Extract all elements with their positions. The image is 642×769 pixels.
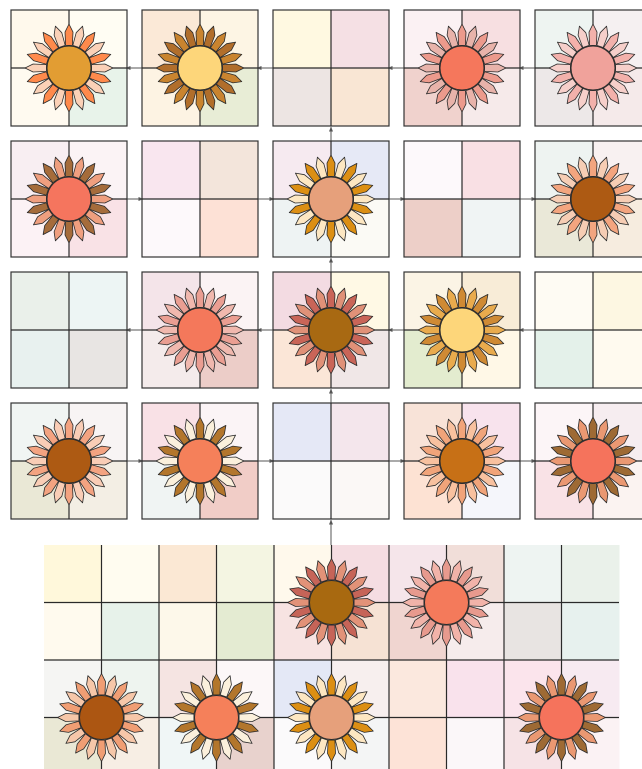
flower-center (47, 177, 91, 221)
flower-center (80, 696, 124, 740)
tile-r4c1 (11, 403, 127, 519)
tile-quadrant (462, 141, 520, 199)
flower-center (425, 581, 469, 625)
tile-quadrant (404, 199, 462, 257)
tile-quadrant (273, 10, 331, 68)
tile-r1c1 (11, 10, 127, 126)
flower-center (571, 46, 615, 90)
quilt-cell (389, 718, 447, 769)
tile-quadrant (273, 68, 331, 126)
quilt-cell (562, 603, 620, 661)
flower-center (195, 696, 239, 740)
quilt-cell (44, 603, 102, 661)
quilt-cell (102, 545, 160, 603)
tile-quadrant (11, 330, 69, 388)
tile-r1c5 (535, 10, 642, 126)
tile-r1c3 (273, 10, 389, 126)
flower-center (309, 308, 353, 352)
assembled-quilt (44, 545, 620, 769)
quilt-cell (102, 603, 160, 661)
tile-quadrant (69, 330, 127, 388)
quilt-cell (389, 660, 447, 718)
quilt-cell (447, 660, 505, 718)
tile-r2c2 (142, 141, 258, 257)
quilt-cell (562, 545, 620, 603)
flower-center (440, 46, 484, 90)
tile-r1c2 (142, 10, 258, 126)
flower-center (310, 581, 354, 625)
tile-r3c3 (273, 272, 389, 388)
tile-r1c4 (404, 10, 520, 126)
flower-center (47, 46, 91, 90)
quilt-cell (504, 545, 562, 603)
tile-r4c3 (273, 403, 389, 519)
flower-center (540, 696, 584, 740)
tile-quadrant (200, 141, 258, 199)
tile-quadrant (535, 330, 593, 388)
tile-quadrant (273, 461, 331, 519)
flower-center (309, 177, 353, 221)
tile-quadrant (535, 272, 593, 330)
quilt-cell (447, 718, 505, 769)
tile-quadrant (593, 272, 642, 330)
tile-r2c4 (404, 141, 520, 257)
quilt-cell (217, 545, 275, 603)
quilt-cell (504, 603, 562, 661)
tile-r2c5 (535, 141, 642, 257)
tile-r4c5 (535, 403, 642, 519)
quilt-cell (159, 545, 217, 603)
flower-center (440, 439, 484, 483)
flower-center (178, 46, 222, 90)
tile-quadrant (331, 68, 389, 126)
flower-center (571, 177, 615, 221)
tile-quadrant (462, 199, 520, 257)
tile-grid (11, 10, 642, 519)
tile-quadrant (404, 141, 462, 199)
flower-center (571, 439, 615, 483)
tile-quadrant (331, 403, 389, 461)
tile-r2c1 (11, 141, 127, 257)
tile-r2c3 (273, 141, 389, 257)
flower-center (178, 308, 222, 352)
tile-r3c4 (404, 272, 520, 388)
tile-quadrant (200, 199, 258, 257)
tile-quadrant (593, 330, 642, 388)
quilt-cell (217, 603, 275, 661)
tile-quadrant (11, 272, 69, 330)
flower-center (440, 308, 484, 352)
flower-center (178, 439, 222, 483)
quilt-cell (44, 545, 102, 603)
tile-quadrant (273, 403, 331, 461)
flower-center (47, 439, 91, 483)
tile-quadrant (69, 272, 127, 330)
tile-r3c1 (11, 272, 127, 388)
tile-r3c5 (535, 272, 642, 388)
tile-quadrant (142, 141, 200, 199)
tile-r4c2 (142, 403, 258, 519)
tile-quadrant (331, 10, 389, 68)
tile-r3c2 (142, 272, 258, 388)
flower-center (310, 696, 354, 740)
tile-quadrant (142, 199, 200, 257)
tile-quadrant (331, 461, 389, 519)
quilt-cell (159, 603, 217, 661)
tile-r4c4 (404, 403, 520, 519)
